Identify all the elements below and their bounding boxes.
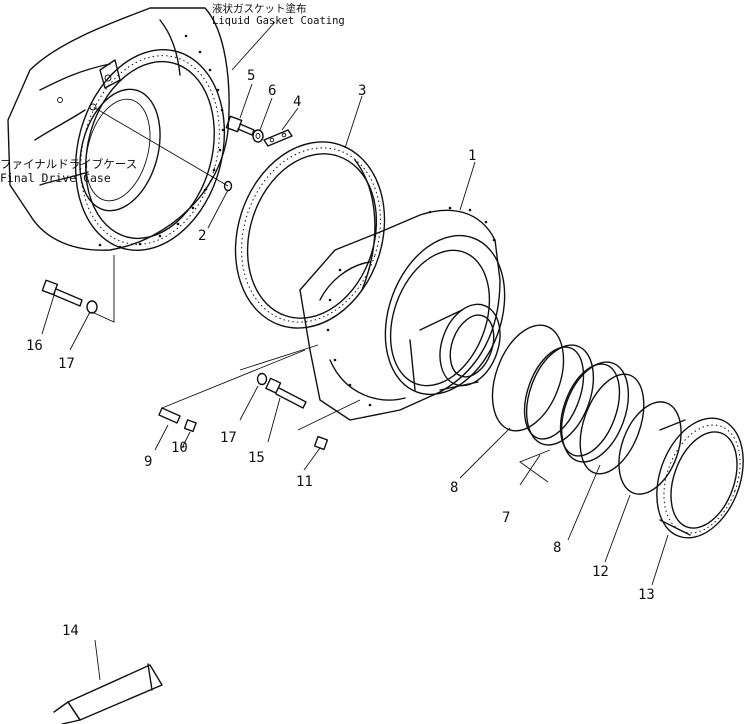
bolt-part-15 bbox=[265, 377, 307, 409]
callout-10: 10 bbox=[171, 440, 188, 456]
gasket-note: 液状ガスケット塗布 Liquid Gasket Coating bbox=[212, 2, 345, 27]
gasket-tube-part-14 bbox=[53, 663, 163, 724]
case-note-jp: ファイナルドライブケース bbox=[0, 157, 137, 171]
callout-6: 6 bbox=[268, 83, 276, 99]
callout-9: 9 bbox=[144, 454, 152, 470]
callout-7: 7 bbox=[502, 510, 510, 526]
callout-8b: 8 bbox=[553, 540, 561, 556]
bolt-part-5 bbox=[225, 115, 255, 136]
case-note-en: Final Drive Case bbox=[0, 171, 111, 185]
callout-8a: 8 bbox=[450, 480, 458, 496]
callout-13: 13 bbox=[638, 587, 655, 603]
final-drive-case bbox=[7, 7, 230, 251]
callout-labels: 1 2 3 4 5 6 7 8 8 9 10 11 12 13 14 15 16… bbox=[26, 68, 655, 639]
ring-gear-part-3 bbox=[234, 141, 386, 329]
plug-part-10 bbox=[183, 419, 197, 433]
washer-part-17a bbox=[86, 300, 98, 314]
leader-lines bbox=[41, 21, 669, 681]
hub-part-1 bbox=[299, 206, 506, 421]
seal-rings-parts-7-8 bbox=[491, 324, 645, 475]
washer-part-6 bbox=[252, 129, 264, 143]
callout-4: 4 bbox=[293, 94, 301, 110]
callout-12: 12 bbox=[592, 564, 609, 580]
callout-17b: 17 bbox=[220, 430, 237, 446]
plug-part-11 bbox=[313, 435, 329, 451]
callout-14: 14 bbox=[62, 623, 79, 639]
washer-part-17b bbox=[256, 372, 268, 386]
callout-3: 3 bbox=[358, 83, 366, 99]
bolt-part-16 bbox=[41, 279, 83, 307]
callout-16: 16 bbox=[26, 338, 43, 354]
callout-11: 11 bbox=[296, 474, 313, 490]
callout-1: 1 bbox=[468, 148, 476, 164]
bearing-parts-12-13 bbox=[618, 401, 744, 539]
dowel-pin-part-9 bbox=[158, 407, 181, 424]
case-note: ファイナルドライブケース Final Drive Case bbox=[0, 157, 137, 185]
callout-17a: 17 bbox=[58, 356, 75, 372]
callout-2: 2 bbox=[198, 228, 206, 244]
callout-5: 5 bbox=[247, 68, 255, 84]
lock-plate-part-4 bbox=[263, 129, 293, 147]
callout-15: 15 bbox=[248, 450, 265, 466]
gasket-note-en: Liquid Gasket Coating bbox=[212, 15, 345, 27]
gasket-note-jp: 液状ガスケット塗布 bbox=[212, 2, 307, 15]
